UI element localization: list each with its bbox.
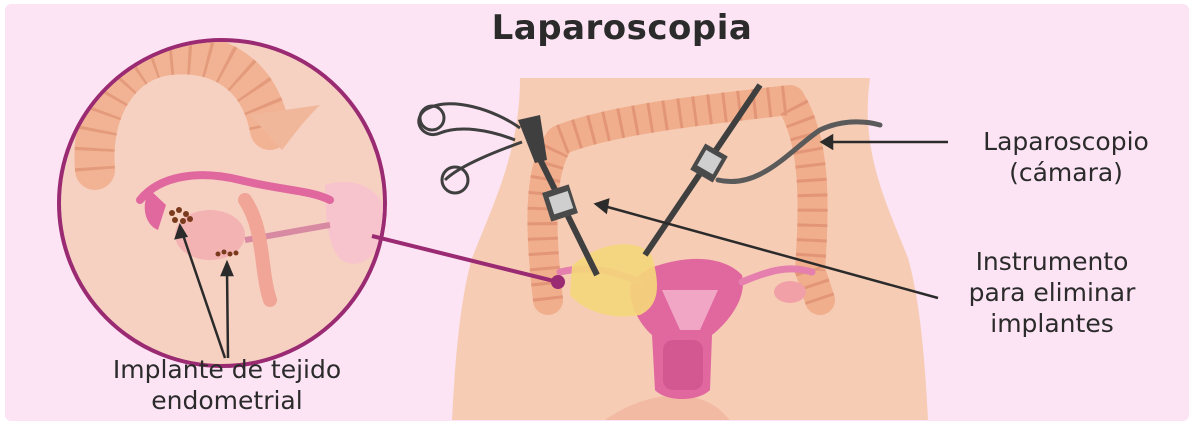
laparoscope-label-line-1: Laparoscopio <box>950 126 1182 157</box>
implant-label-line-2: endometrial <box>62 385 392 416</box>
instrument-label: Instrumento para eliminar implantes <box>936 246 1168 339</box>
instrument-label-line-2: para eliminar <box>936 277 1168 308</box>
instrument-label-line-3: implantes <box>936 308 1168 339</box>
cervix <box>663 340 703 390</box>
laparoscope-label-line-2: (cámara) <box>950 157 1182 188</box>
laparoscope-label: Laparoscopio (cámara) <box>950 126 1182 188</box>
right-ovary <box>774 281 806 303</box>
instrument-label-line-1: Instrumento <box>936 246 1168 277</box>
diagram-title: Laparoscopia <box>0 8 1194 48</box>
implant-label-line-1: Implante de tejido <box>62 354 392 385</box>
implant-label: Implante de tejido endometrial <box>62 354 392 416</box>
zoom-connector-dot <box>551 275 565 289</box>
